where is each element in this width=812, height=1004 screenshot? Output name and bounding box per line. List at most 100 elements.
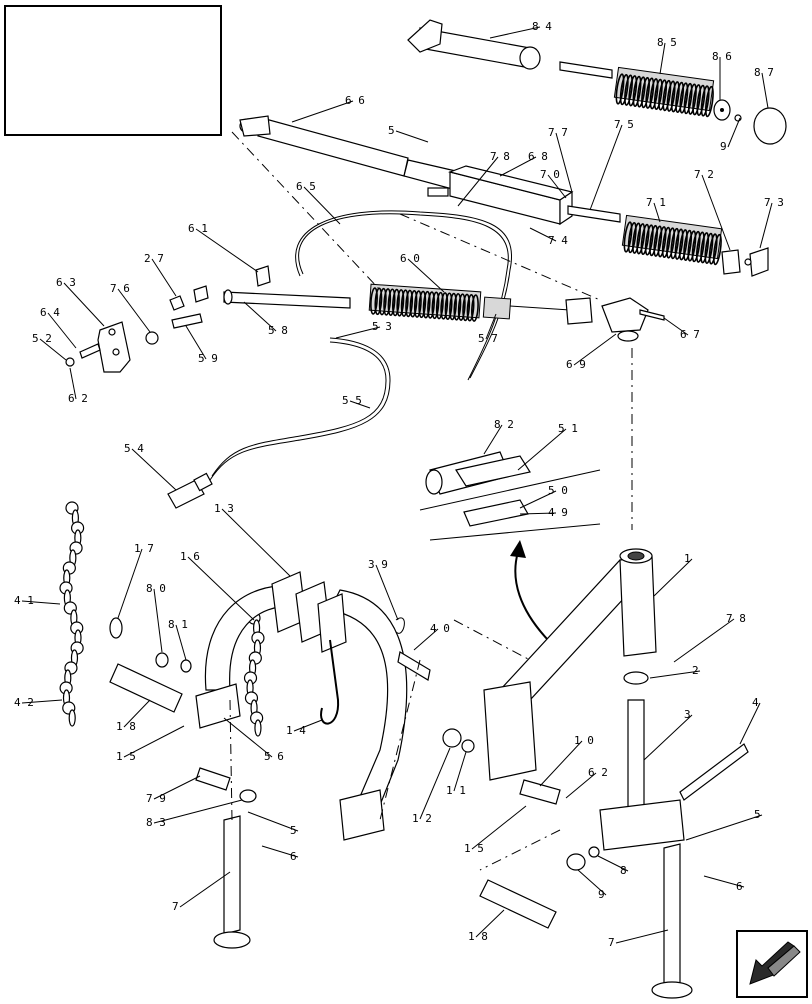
callout-label-c64: 6 4 xyxy=(40,306,60,319)
callout-label-c2: 2 xyxy=(692,664,699,677)
part-79-pivot xyxy=(195,767,231,791)
callout-label-c50: 5 0 xyxy=(548,484,568,497)
leader-c52 xyxy=(39,338,67,361)
leader-c82 xyxy=(483,424,503,455)
callout-label-c41: 4 1 xyxy=(14,594,34,607)
leader-c17 xyxy=(117,548,143,619)
callout-label-c17: 1 7 xyxy=(134,542,154,555)
leader-c5b xyxy=(247,811,299,832)
callout-label-c54: 5 4 xyxy=(124,442,144,455)
callout-label-c9b: 9 xyxy=(598,888,605,901)
callout-label-c76: 7 6 xyxy=(110,282,130,295)
callout-label-c3: 3 xyxy=(684,708,691,721)
callout-label-c42: 4 2 xyxy=(14,696,34,709)
callout-label-c71: 7 1 xyxy=(646,196,666,209)
leader-c57 xyxy=(485,313,497,340)
part-64-bolt xyxy=(79,343,101,359)
leader-c87 xyxy=(761,72,769,109)
leader-c18a xyxy=(123,699,151,728)
callout-label-c84: 8 4 xyxy=(532,20,552,33)
leader-c60 xyxy=(407,258,445,293)
callout-label-c1: 1 xyxy=(684,552,691,565)
leader-c49 xyxy=(519,512,557,515)
leader-c1 xyxy=(653,558,693,597)
part-83-washer xyxy=(239,789,257,803)
part-7-stand-left xyxy=(213,815,251,949)
callout-label-c39: 3 9 xyxy=(368,558,388,571)
callout-label-c7b: 7 xyxy=(608,936,615,949)
leader-c56 xyxy=(223,717,273,758)
callout-label-c58: 5 8 xyxy=(268,324,288,337)
leader-c70 xyxy=(547,174,567,199)
part-85-spring xyxy=(613,66,715,118)
callout-label-c65: 6 5 xyxy=(296,180,316,193)
part-71-spring xyxy=(621,214,723,266)
leader-c83 xyxy=(153,799,243,824)
callout-label-c56: 5 6 xyxy=(264,750,284,763)
callout-label-c51: 5 1 xyxy=(558,422,578,435)
callout-label-c6a: 6 xyxy=(290,850,297,863)
leader-c53 xyxy=(335,326,381,339)
leader-c85 xyxy=(659,42,666,75)
callout-leaders xyxy=(21,26,773,944)
callout-label-c15b: 1 5 xyxy=(464,842,484,855)
callout-label-c16: 1 6 xyxy=(180,550,200,563)
callout-label-c5a: 5 xyxy=(388,124,395,137)
part-66-cylinder xyxy=(239,115,461,191)
leader-c9a xyxy=(727,117,741,148)
callout-label-c14: 1 4 xyxy=(286,724,306,737)
callout-label-c80: 8 0 xyxy=(146,582,166,595)
leader-c74 xyxy=(529,227,557,242)
leader-c3 xyxy=(643,714,693,761)
callout-label-c5c: 5 xyxy=(754,808,761,821)
part-4-pin xyxy=(679,743,749,801)
leader-c61 xyxy=(195,228,259,273)
part-59-pin xyxy=(171,313,203,329)
leader-c79 xyxy=(153,775,201,800)
callout-label-c49: 4 9 xyxy=(548,506,568,519)
leader-c39 xyxy=(375,564,399,621)
part-72-plate xyxy=(721,249,741,275)
leader-c59 xyxy=(185,325,207,360)
part-9-nut xyxy=(566,853,586,871)
leader-c51 xyxy=(517,428,567,471)
leader-c9b xyxy=(577,869,607,896)
leader-c54 xyxy=(131,448,177,491)
leader-c12 xyxy=(419,747,451,820)
leader-c72 xyxy=(701,174,731,251)
callout-label-c62b: 6 2 xyxy=(588,766,608,779)
callout-label-c40: 4 0 xyxy=(430,622,450,635)
callout-label-c60: 6 0 xyxy=(400,252,420,265)
callout-label-c86: 8 6 xyxy=(712,50,732,63)
part-68-block xyxy=(427,165,574,226)
callout-label-c15a: 1 5 xyxy=(116,750,136,763)
leader-c78a xyxy=(457,156,499,207)
callout-label-c59: 5 9 xyxy=(198,352,218,365)
leader-c76 xyxy=(117,288,151,333)
leader-c27 xyxy=(151,258,177,297)
leader-c77 xyxy=(555,132,573,193)
callout-label-c12: 1 2 xyxy=(412,812,432,825)
callout-label-c18b: 1 8 xyxy=(468,930,488,943)
title-block xyxy=(4,5,222,136)
callout-label-c55: 5 5 xyxy=(342,394,362,407)
leader-c80 xyxy=(153,588,163,653)
leader-c78b xyxy=(673,618,735,663)
callout-label-c77: 7 7 xyxy=(548,126,568,139)
leader-c5c xyxy=(685,814,763,841)
leader-c69 xyxy=(573,333,617,366)
callout-label-c81: 8 1 xyxy=(168,618,188,631)
part-3-post xyxy=(599,699,685,851)
part-12-nut xyxy=(442,728,462,748)
part-40-pin xyxy=(397,651,431,681)
leader-c71 xyxy=(653,202,661,223)
part-87-cap xyxy=(753,107,787,145)
callout-label-c83: 8 3 xyxy=(146,816,166,829)
part-84-tube xyxy=(407,19,541,70)
part-69-clevis xyxy=(601,297,649,342)
part-7-stand-right xyxy=(651,843,693,999)
callout-label-c69: 6 9 xyxy=(566,358,586,371)
leader-c6a xyxy=(261,845,299,858)
next-page-button[interactable] xyxy=(736,930,808,998)
